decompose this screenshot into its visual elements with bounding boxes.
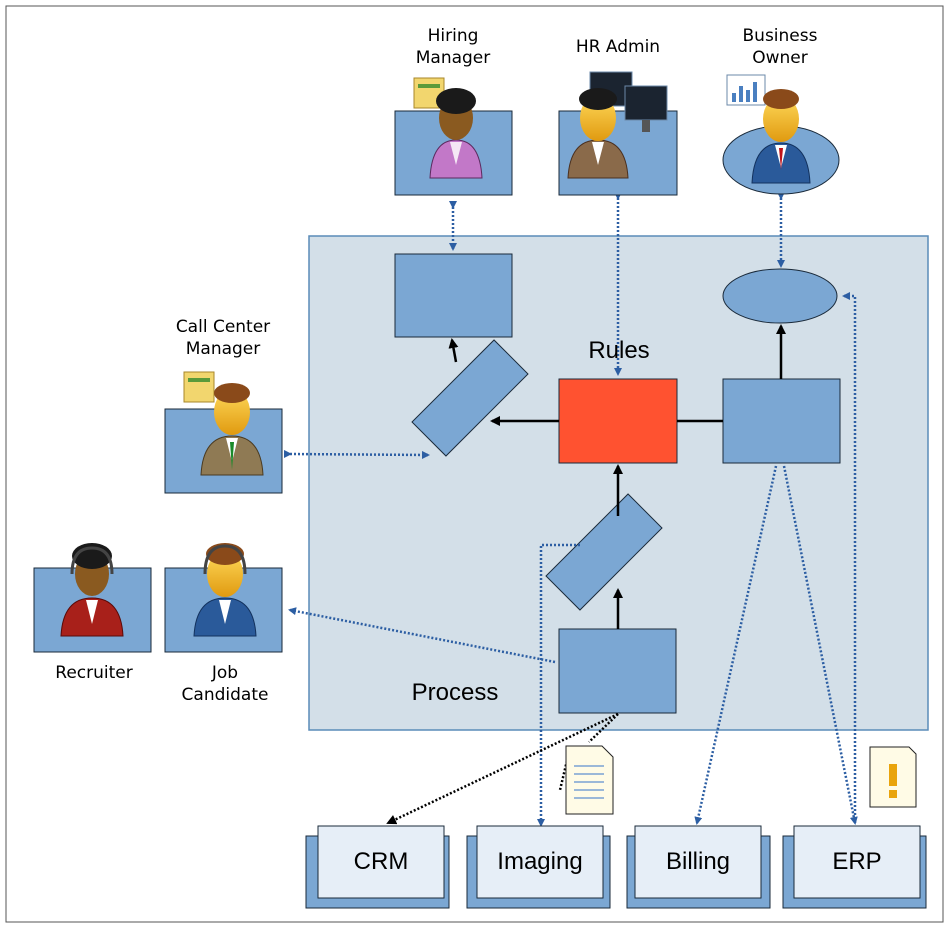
process-label: Process	[411, 679, 499, 706]
business-owner-avatar	[751, 89, 811, 184]
folder-icon	[183, 77, 445, 403]
business-owner-node	[722, 268, 838, 324]
process-flows	[448, 324, 786, 629]
warning-note-icon	[869, 746, 917, 808]
process-start-node	[558, 628, 677, 714]
system-imaging	[466, 825, 611, 909]
recruiter-label: Recruiter	[55, 663, 133, 683]
data-links	[386, 712, 619, 825]
job-candidate-avatar	[193, 543, 257, 637]
rules-node	[558, 378, 678, 464]
rules-label: Rules	[588, 337, 650, 364]
call-center-manager-avatar	[200, 383, 264, 476]
system-billing	[626, 825, 771, 909]
actor-links	[283, 192, 858, 827]
left-gateway-node	[411, 339, 529, 457]
billing-label: Billing	[665, 848, 731, 875]
erp-label: ERP	[832, 848, 882, 875]
system-crm	[305, 825, 450, 909]
bar-chart-icon	[726, 74, 766, 106]
crm-label: CRM	[353, 848, 409, 875]
hiring-task-node	[394, 253, 513, 338]
system-boxes	[305, 825, 927, 909]
recruiter-avatar	[60, 543, 124, 637]
hr-admin-label: HR Admin	[575, 37, 661, 57]
hr-admin-avatar	[567, 88, 629, 179]
hiring-manager-avatar	[429, 88, 483, 179]
document-icon	[565, 745, 614, 815]
system-erp	[782, 825, 927, 909]
right-process-node	[722, 378, 841, 464]
imaging-label: Imaging	[497, 848, 583, 875]
center-gateway-node	[545, 493, 663, 611]
